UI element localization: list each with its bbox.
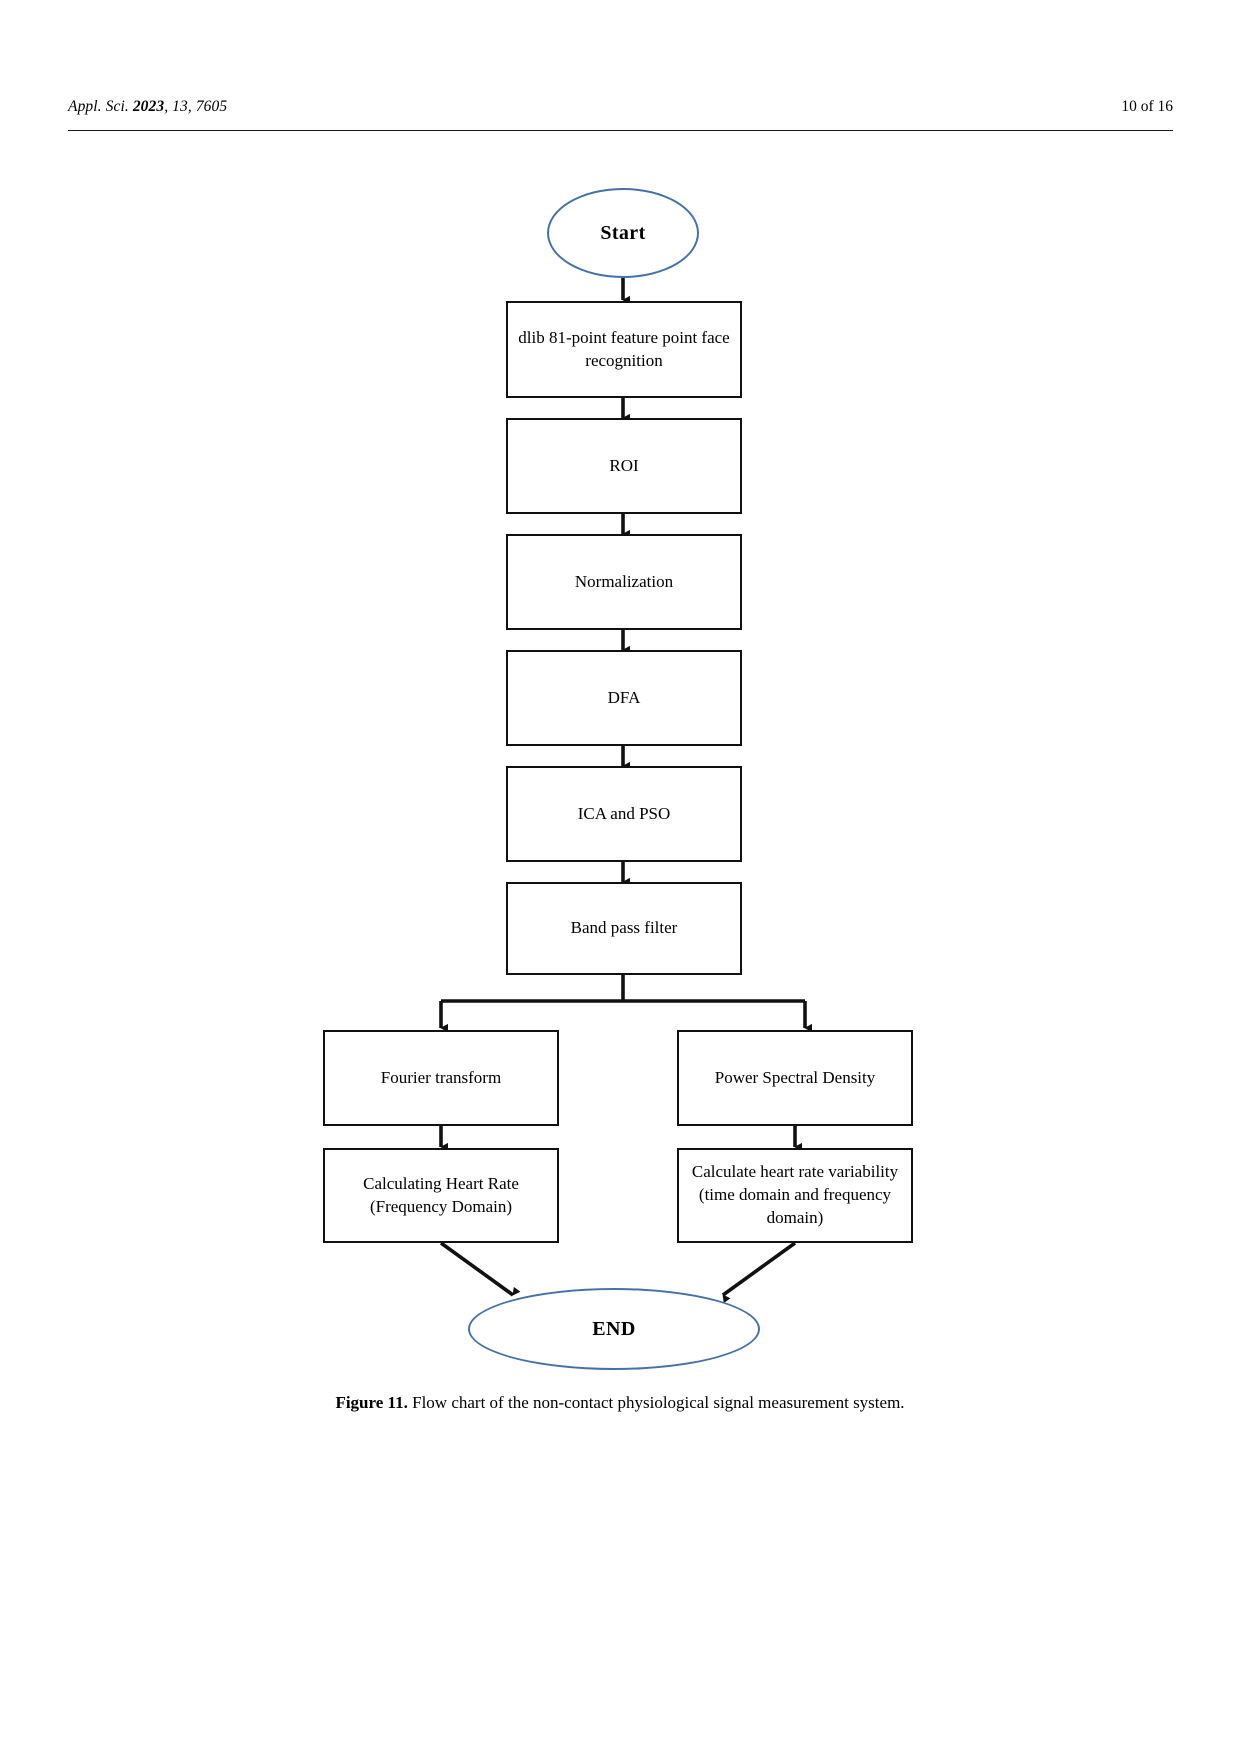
node-calculating-heart-rate[interactable]: Calculating Heart Rate (Frequency Domain… xyxy=(323,1148,559,1243)
node-calculate-hrv-label: Calculate heart rate variability (time d… xyxy=(691,1162,899,1227)
journal-volume-article: , 13, 7605 xyxy=(164,98,228,115)
node-start-label: Start xyxy=(600,221,646,244)
node-end-label: END xyxy=(592,1317,636,1340)
edge-heartrate-end xyxy=(439,1241,521,1297)
node-dfa-label: DFA xyxy=(607,687,641,707)
node-start[interactable]: Start xyxy=(547,188,699,278)
node-roi-label: ROI xyxy=(609,455,639,475)
node-normalization[interactable]: Normalization xyxy=(506,534,742,630)
node-roi[interactable]: ROI xyxy=(506,418,742,514)
node-fourier-transform-label: Fourier transform xyxy=(380,1067,502,1087)
page-indicator: 10 of 16 xyxy=(1121,98,1173,115)
figure-caption-text: Flow chart of the non-contact physiologi… xyxy=(407,1393,905,1412)
figure-caption: Figure 11. Flow chart of the non-contact… xyxy=(140,1391,1100,1415)
node-fourier-transform[interactable]: Fourier transform xyxy=(323,1030,559,1126)
node-band-pass-filter[interactable]: Band pass filter xyxy=(506,882,742,975)
header-divider xyxy=(68,130,1173,131)
node-calculate-hrv[interactable]: Calculate heart rate variability (time d… xyxy=(677,1148,913,1243)
node-dlib-face-recognition[interactable]: dlib 81-point feature point face recogni… xyxy=(506,301,742,398)
node-ica-and-pso[interactable]: ICA and PSO xyxy=(506,766,742,862)
node-ica-and-pso-label: ICA and PSO xyxy=(577,803,671,823)
node-power-spectral-density-label: Power Spectral Density xyxy=(714,1067,876,1087)
node-normalization-label: Normalization xyxy=(574,571,674,591)
journal-citation: Appl. Sci. 2023, 13, 7605 xyxy=(68,98,227,116)
node-band-pass-filter-label: Band pass filter xyxy=(570,918,678,938)
node-power-spectral-density[interactable]: Power Spectral Density xyxy=(677,1030,913,1126)
node-calculating-heart-rate-label: Calculating Heart Rate (Frequency Domain… xyxy=(363,1173,519,1216)
figure-caption-label: Figure 11. xyxy=(335,1393,408,1412)
node-dfa[interactable]: DFA xyxy=(506,650,742,746)
journal-year: 2023 xyxy=(132,98,165,115)
running-head: Appl. Sci. 2023, 13, 7605 10 of 16 xyxy=(68,98,1173,124)
journal-name: Appl. Sci. xyxy=(68,98,133,115)
edge-hrv-end xyxy=(721,1241,797,1304)
node-end[interactable]: END xyxy=(468,1288,760,1370)
node-dlib-label: dlib 81-point feature point face recogni… xyxy=(518,327,730,370)
